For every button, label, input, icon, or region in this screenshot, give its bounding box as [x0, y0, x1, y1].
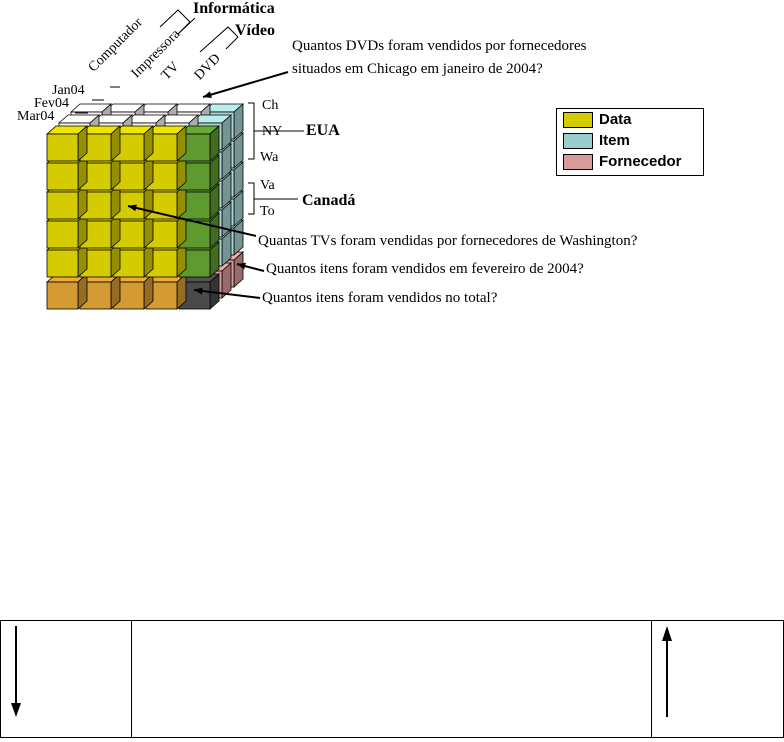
bottom-table — [0, 620, 784, 738]
table-cell-right — [652, 621, 783, 737]
bracket-line — [248, 182, 255, 215]
supplier-group-eua: EUA — [306, 122, 340, 139]
cube-cell — [45, 125, 89, 162]
question-tv-washington: Quantas TVs foram vendidas por fornecedo… — [258, 233, 638, 249]
bracket-line — [248, 102, 255, 160]
bracket-line — [159, 9, 196, 35]
date-label-mar04: Mar04 — [17, 109, 55, 124]
arrow-icon — [202, 71, 289, 99]
legend-swatch — [563, 111, 593, 128]
supplier-label-va: Va — [260, 178, 275, 193]
question-dvd-chicago-line2: situados em Chicago em janeiro de 2004? — [292, 61, 543, 77]
legend-label: Data — [599, 111, 632, 128]
item-group-informatica: Informática — [193, 0, 275, 17]
question-total: Quantos itens foram vendidos no total? — [262, 290, 498, 306]
cube-cell — [111, 125, 155, 162]
table-cell-left — [1, 621, 132, 737]
cube-cell — [45, 273, 89, 310]
date-label-jan04: Jan04 — [52, 83, 85, 98]
legend-item-item: Item — [557, 130, 703, 151]
supplier-label-wa: Wa — [260, 150, 279, 165]
legend-label: Fornecedor — [599, 153, 682, 170]
legend-swatch — [563, 153, 593, 170]
arrow-icon — [236, 262, 265, 272]
legend-item-fornecedor: Fornecedor — [557, 151, 703, 172]
supplier-label-ny: NY — [262, 124, 283, 139]
question-fevereiro: Quantos itens foram vendidos em fevereir… — [266, 261, 584, 277]
item-group-video: Vídeo — [235, 22, 275, 39]
question-dvd-chicago-line1: Quantos DVDs foram vendidos por forneced… — [292, 38, 587, 54]
data-cube — [45, 9, 304, 310]
supplier-label-to: To — [260, 204, 275, 219]
arrow-down-icon — [11, 626, 21, 717]
supplier-group-canada: Canadá — [302, 192, 356, 209]
arrow-up-icon — [662, 626, 672, 717]
legend-item-data: Data — [557, 109, 703, 130]
bracket-line — [199, 26, 239, 53]
legend-label: Item — [599, 132, 630, 149]
table-cell-middle — [132, 621, 652, 737]
legend: Data Item Fornecedor — [556, 108, 704, 176]
supplier-label-ch: Ch — [262, 98, 279, 113]
legend-swatch — [563, 132, 593, 149]
cube-cell — [177, 125, 221, 162]
arrow-icon — [127, 204, 257, 237]
arrow-icon — [193, 287, 261, 299]
date-label-fev04: Fev04 — [34, 96, 69, 111]
